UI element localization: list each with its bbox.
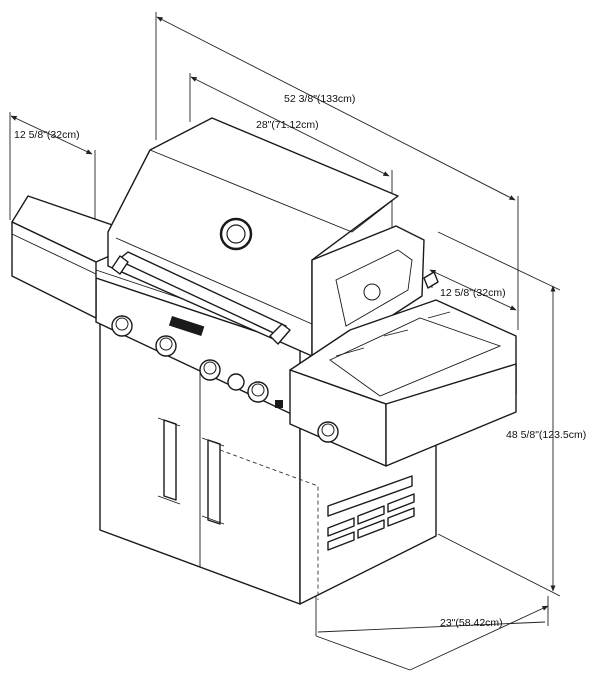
depth-dim-lower xyxy=(315,635,411,671)
right-door-handle xyxy=(207,439,221,525)
height-label: 48 5/8"(123.5cm) xyxy=(506,429,586,441)
overall-width-label: 52 3/8"(133cm) xyxy=(284,93,355,105)
dimension-lines xyxy=(9,12,561,671)
hood-width-label: 28"(71.12cm) xyxy=(256,119,319,131)
height-ext-top xyxy=(437,231,561,291)
left-shelf-front xyxy=(11,221,97,319)
left-shelf-dim xyxy=(10,115,93,155)
depth-dim-right xyxy=(409,605,549,671)
thermometer-icon xyxy=(219,217,253,251)
hood-width-dim xyxy=(190,76,390,177)
side-burner-side xyxy=(385,363,517,467)
brand-plate xyxy=(168,316,205,337)
height-ext-bottom xyxy=(437,533,561,597)
depth-dim-upper xyxy=(317,621,546,633)
side-vents xyxy=(327,475,415,551)
burner-knobs xyxy=(111,315,283,408)
grill-hood xyxy=(107,117,399,357)
grill-body xyxy=(11,117,517,605)
right-shelf-dim xyxy=(429,269,517,311)
left-shelf-label: 12 5/8"(32cm) xyxy=(14,129,80,141)
dimension-labels: 52 3/8"(133cm) 28"(71.12cm) 12 5/8"(32cm… xyxy=(14,93,586,629)
left-door-handle xyxy=(163,419,177,501)
hood-handle xyxy=(117,251,287,337)
depth-label: 23"(58.42cm) xyxy=(440,617,503,629)
right-shelf-label: 12 5/8"(32cm) xyxy=(440,287,506,299)
